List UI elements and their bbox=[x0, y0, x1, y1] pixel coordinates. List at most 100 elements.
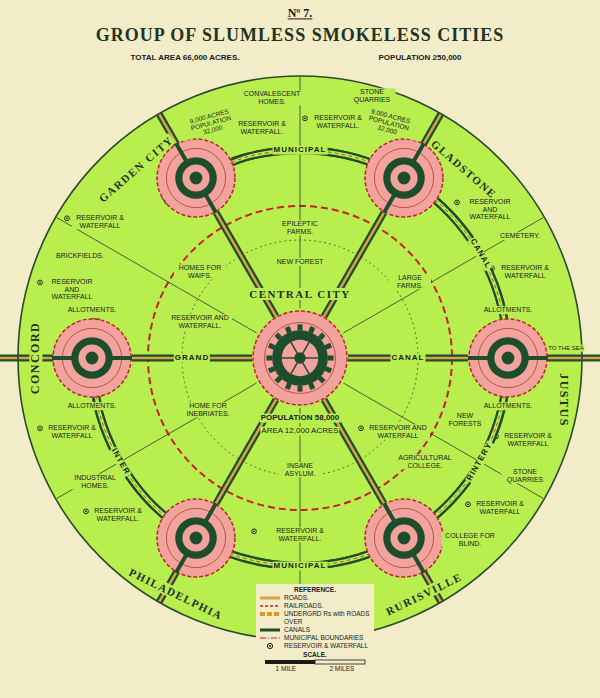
central-city: CENTRAL CITYPOPULATION 58,000AREA 12,000… bbox=[252, 310, 348, 406]
map-label: LARGE FARMS. bbox=[389, 274, 431, 289]
legend-line bbox=[260, 605, 280, 607]
legend-sample bbox=[259, 602, 281, 610]
city-figures: POPULATION 58,000 bbox=[260, 414, 341, 423]
canal-bank bbox=[324, 213, 384, 317]
cog-tooth bbox=[325, 366, 332, 373]
legend-line bbox=[260, 597, 280, 600]
map-label: ALLOTMENTS. bbox=[67, 402, 118, 410]
cog-tooth bbox=[274, 332, 282, 340]
legend-text: MUNICIPAL BOUNDARIES bbox=[284, 634, 363, 642]
reservoir-symbol bbox=[38, 280, 43, 285]
legend-row: RESERVOIR & WATERFALL bbox=[259, 642, 371, 650]
scale-bar bbox=[263, 659, 367, 665]
canal-bank bbox=[95, 150, 508, 566]
city-boundary bbox=[253, 311, 347, 405]
map-label: RESERVOIR AND WATERFALL bbox=[366, 424, 430, 439]
legend-note: 1 MILE bbox=[275, 665, 298, 673]
map-label: RESERVOIR & WATERFALL. bbox=[234, 120, 290, 135]
map-label: TOTAL AREA 66,000 ACRES. bbox=[130, 54, 241, 63]
map-label: RESERVOIR AND WATERFALL bbox=[45, 278, 99, 301]
connector-label: CANAL bbox=[468, 237, 493, 272]
district-rim bbox=[18, 76, 582, 640]
map-label: RESERVOIR AND WATERFALL bbox=[462, 198, 518, 221]
city-rings bbox=[468, 318, 548, 398]
cog-tooth bbox=[308, 326, 315, 333]
map-label: BRICKFIELDS. bbox=[55, 252, 105, 260]
city-boundary bbox=[157, 499, 235, 577]
connector-label: MUNICIPAL bbox=[273, 562, 328, 571]
city-boundary bbox=[157, 139, 235, 217]
legend-sample bbox=[259, 634, 281, 642]
city-centre bbox=[190, 171, 203, 184]
map-label: INSANE ASYLUM. bbox=[279, 462, 321, 477]
map-label: RESERVOIR & WATERFALL. bbox=[259, 527, 341, 542]
legend-sample bbox=[259, 594, 281, 602]
connector-label: INTER bbox=[469, 446, 492, 477]
satellite-city: PHILADELPHIA bbox=[156, 498, 236, 578]
map-label: CEMETERY. bbox=[499, 232, 541, 240]
city-boundary bbox=[53, 319, 131, 397]
satellite-city: RURISVILLE bbox=[364, 498, 444, 578]
reservoir-dot bbox=[360, 427, 362, 429]
map-label: RESERVOIR & WATERFALL bbox=[473, 500, 527, 515]
city-boundary bbox=[365, 499, 443, 577]
canal-bank bbox=[348, 355, 468, 362]
map-label: Nº 7. bbox=[287, 7, 314, 20]
city-park bbox=[390, 164, 417, 191]
city-centre bbox=[86, 352, 99, 365]
city-figures: AREA 12,000 ACRES bbox=[260, 427, 339, 436]
satellite-city: CONCORD bbox=[52, 318, 132, 398]
city-ring bbox=[478, 328, 537, 387]
map-label: HOMES FOR WAIFS. bbox=[174, 264, 226, 279]
legend-text: RAILROADS. bbox=[284, 602, 323, 610]
legend-sample bbox=[259, 610, 281, 618]
legend-sample bbox=[259, 642, 281, 650]
legend-sample bbox=[259, 626, 281, 634]
map-label: POPULATION 250,000 bbox=[378, 54, 463, 63]
city-axis bbox=[384, 503, 424, 572]
reservoir-dot bbox=[269, 645, 271, 647]
road-line bbox=[300, 77, 301, 308]
map-label: EPILEPTIC FARMS. bbox=[274, 220, 326, 235]
legend-note: REFERENCE. bbox=[259, 586, 371, 594]
radial-connector bbox=[324, 213, 384, 317]
map-label: HOME FOR INEBRIATES. bbox=[178, 402, 238, 417]
reservoir-dot bbox=[66, 217, 68, 219]
reservoir-symbol bbox=[455, 200, 460, 205]
scale-segment bbox=[315, 660, 365, 664]
map-label: ALLOTMENTS. bbox=[483, 306, 534, 314]
map-label: RESERVOIR & WATERFALL bbox=[497, 264, 553, 279]
cog-tooth bbox=[308, 383, 315, 390]
connector-label: INTER bbox=[108, 446, 131, 477]
legend-panel: REFERENCE.ROADS.RAILROADS.UNDERGRD Rs wi… bbox=[256, 584, 374, 675]
cog-tooth bbox=[298, 386, 303, 392]
city-park bbox=[494, 344, 521, 371]
map-label: RESERVOIR AND WATERFALL. bbox=[168, 314, 232, 329]
cog-tooth bbox=[328, 356, 334, 361]
city-centre bbox=[398, 171, 411, 184]
map-label: RESERVOIR & WATERFALL. bbox=[91, 507, 145, 522]
reservoir-dot bbox=[304, 117, 306, 119]
canal-water bbox=[96, 398, 164, 515]
city-park bbox=[182, 525, 209, 552]
city-boundary bbox=[365, 139, 443, 217]
reservoir-symbol bbox=[65, 216, 70, 221]
reservoir-dot bbox=[85, 510, 87, 512]
satellite-city: GLADSTONE9,000 ACRES POPULATION 32,000 bbox=[364, 138, 444, 218]
map-label: RESERVOIR & WATERFALL bbox=[72, 214, 128, 229]
reservoir-dot bbox=[253, 530, 255, 532]
connector-label: GRAND bbox=[174, 354, 210, 363]
reservoir-symbol bbox=[466, 502, 471, 507]
city-boundary bbox=[469, 319, 547, 397]
map-label: RESERVOIR & WATERFALL bbox=[45, 424, 99, 439]
cog-tooth bbox=[318, 332, 326, 340]
city-core bbox=[71, 337, 113, 379]
map-label: STONE QUARRIES bbox=[349, 88, 396, 103]
legend-text: RESERVOIR & WATERFALL bbox=[284, 642, 368, 650]
cog-tooth bbox=[285, 326, 292, 333]
canal-extension bbox=[546, 355, 600, 362]
legend-note: SCALE. bbox=[259, 651, 371, 659]
map-label: INDUSTRIAL HOMES. bbox=[69, 474, 121, 489]
city-centre bbox=[502, 352, 515, 365]
cog-tooth bbox=[266, 356, 272, 361]
